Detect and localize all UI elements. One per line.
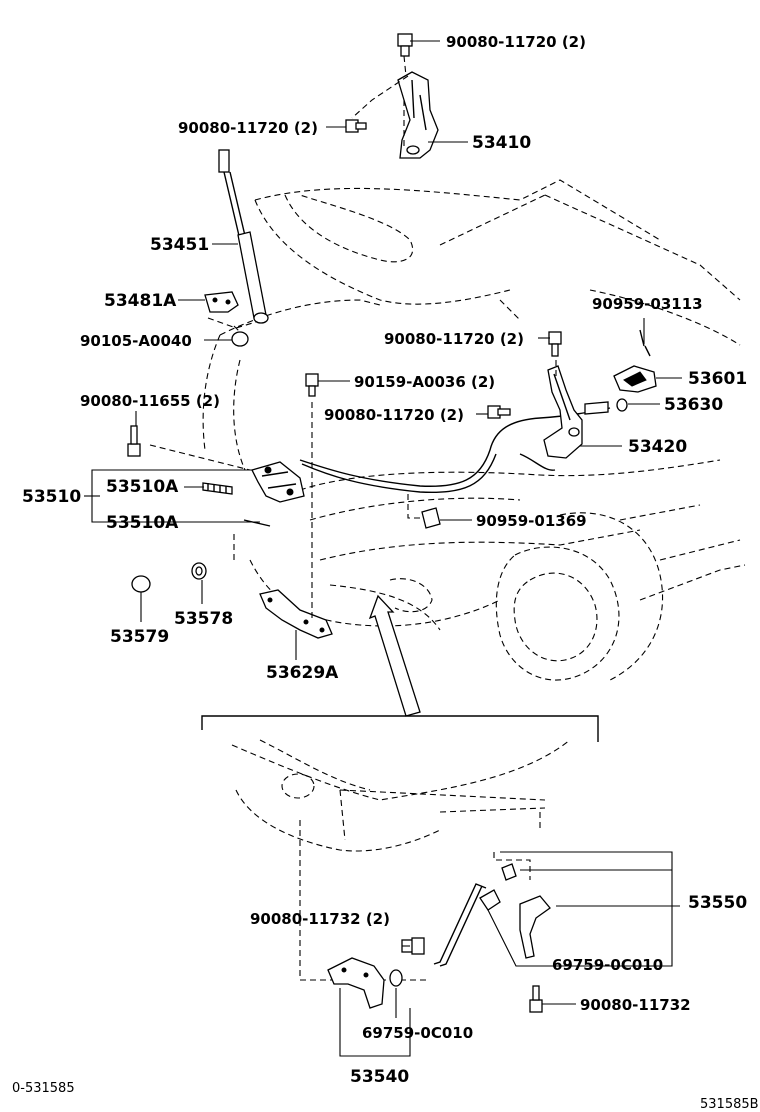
bolt-icon (397, 33, 413, 57)
bolt-icon (127, 425, 141, 457)
inset-bracket-frame (201, 715, 599, 742)
hood-hinge-53420 (543, 360, 583, 459)
label-90080-11720-mid: 90080-11720 (2) (384, 330, 524, 348)
rod-lever-53550 (433, 852, 551, 967)
leader-lines (84, 40, 682, 1018)
view-arrow (368, 594, 421, 717)
label-53420: 53420 (628, 437, 687, 457)
label-53481A: 53481A (104, 291, 177, 311)
fender-outline (249, 459, 746, 681)
label-90080-11720-left: 90080-11720 (2) (178, 119, 318, 137)
label-53630: 53630 (664, 395, 723, 415)
bolt-icon (345, 119, 367, 133)
bolt-icon (548, 331, 562, 357)
inset-leaders (339, 851, 680, 1057)
part-labels: 90080-11720 (2) 90080-11720 (2) 53410 53… (12, 33, 759, 1112)
hood-hinge-53410 (351, 55, 439, 159)
clip-90959-01369 (407, 494, 441, 529)
label-53451: 53451 (150, 235, 209, 255)
cushion-53579 (131, 575, 151, 593)
label-90959-03113: 90959-03113 (592, 295, 703, 313)
label-69759-0C010-right: 69759-0C010 (552, 956, 663, 974)
bolt-icon (529, 985, 543, 1013)
footer-diagram-code-right: 531585B (700, 1097, 759, 1112)
release-cable-53630 (299, 398, 628, 493)
bolt-icons (127, 33, 562, 1013)
label-53510: 53510 (22, 487, 81, 507)
label-90080-11732: 90080-11732 (580, 996, 691, 1014)
bolt-icon (487, 405, 511, 419)
hood-lock-53510 (149, 444, 305, 560)
label-53629A: 53629A (266, 663, 339, 683)
release-lever-53601 (613, 329, 657, 393)
hood-outline (202, 179, 741, 471)
label-53510A-lower: 53510A (106, 513, 179, 533)
label-90159-A0036: 90159-A0036 (2) (354, 373, 495, 391)
bracket-53540 (327, 957, 403, 1009)
label-53601: 53601 (688, 369, 747, 389)
label-90080-11655: 90080-11655 (2) (80, 392, 220, 410)
label-90080-11720-low: 90080-11720 (2) (324, 406, 464, 424)
label-53579: 53579 (110, 627, 169, 647)
bracket-53481A (204, 291, 257, 329)
bolt-icon (305, 373, 319, 397)
inset-hood-outline (231, 739, 571, 981)
label-53578: 53578 (174, 609, 233, 629)
support-53629A (259, 402, 333, 639)
label-53540: 53540 (350, 1067, 409, 1087)
label-53510A-upper: 53510A (106, 477, 179, 497)
label-90959-01369: 90959-01369 (476, 512, 587, 530)
hood-support-rod-53451 (218, 149, 269, 324)
label-53550: 53550 (688, 893, 747, 913)
bolt-icon (231, 325, 249, 347)
label-53410: 53410 (472, 133, 531, 153)
label-90080-11720-top: 90080-11720 (2) (446, 33, 586, 51)
footer-diagram-code-left: 0-531585 (12, 1081, 75, 1096)
label-90080-11732-2: 90080-11732 (2) (250, 910, 390, 928)
cushion-53578 (191, 562, 207, 580)
label-69759-0C010-left: 69759-0C010 (362, 1024, 473, 1042)
label-90105-A0040: 90105-A0040 (80, 332, 192, 350)
